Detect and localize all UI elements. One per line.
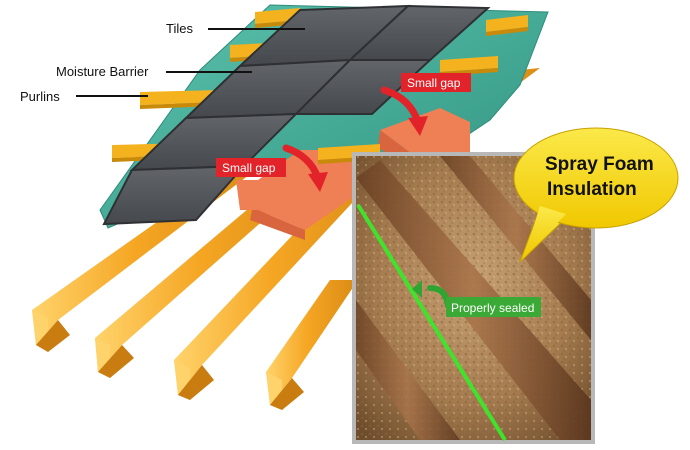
callout-line-1: Spray Foam [545, 154, 654, 175]
tile-4 [293, 59, 433, 115]
curved-arrow-icon [408, 116, 428, 136]
tile-6 [102, 164, 247, 226]
sealed-seam-line [356, 203, 507, 442]
gap-label-lower: Small gap [222, 161, 276, 175]
sealed-badge [446, 297, 541, 317]
rafter-2 [95, 165, 326, 378]
tiles [102, 4, 491, 226]
label-tiles: Tiles [166, 21, 193, 36]
sealed-label: Properly sealed [451, 301, 534, 315]
label-purlins: Purlins [20, 89, 60, 104]
gap-callout-upper: Small gap [380, 73, 471, 136]
callout-bubble [513, 127, 679, 229]
rafter-4 [266, 280, 358, 410]
green-arrow-icon [412, 280, 422, 298]
gap-badge-upper [401, 73, 471, 92]
gap-callout-lower: Small gap [216, 144, 328, 192]
label-moisture-barrier: Moisture Barrier [56, 64, 149, 79]
rafter-1 [32, 165, 262, 352]
gap-label-upper: Small gap [407, 76, 461, 90]
purlin-5 [486, 15, 528, 36]
spray-foam-photo: Properly sealed [352, 152, 595, 444]
part-labels: Tiles Moisture Barrier Purlins [20, 21, 305, 104]
rafter-3 [174, 162, 390, 400]
gap-badge-lower [216, 158, 286, 177]
callout-line-2: Insulation [547, 179, 637, 200]
curved-arrow-icon [308, 172, 328, 192]
spray-foam-callout: Spray Foam Insulation [513, 127, 679, 263]
